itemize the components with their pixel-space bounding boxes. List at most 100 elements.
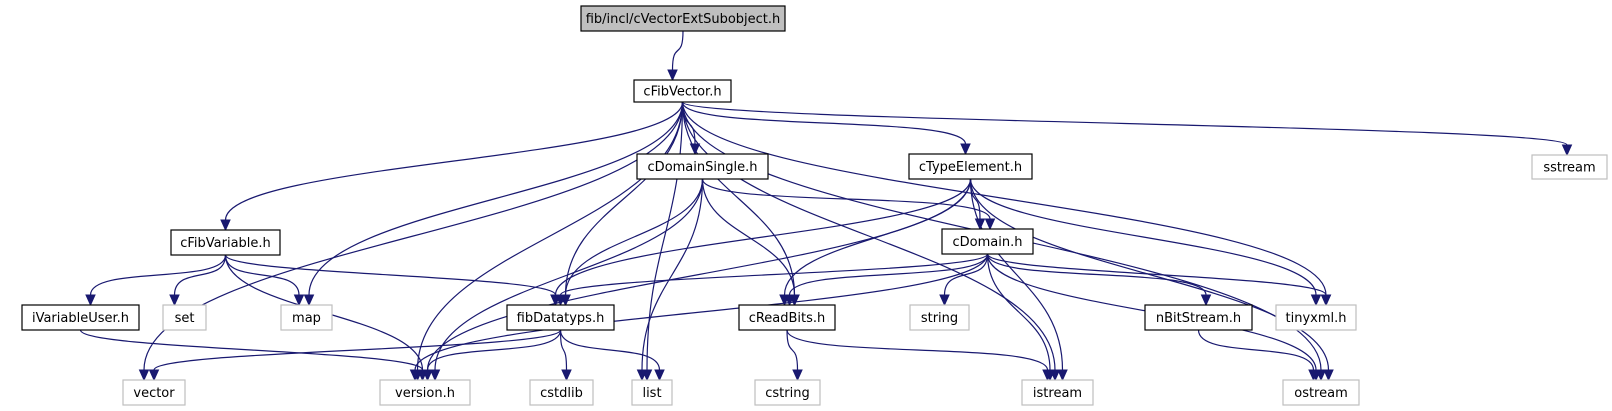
edge-cDomain-to-nBitStream (986, 253, 1207, 296)
node-box-iVariableUser[interactable] (21, 304, 140, 331)
node-tinyxml: tinyxml.h (1275, 304, 1357, 331)
node-label-cstdlib: cstdlib (540, 386, 583, 401)
node-cstdlib: cstdlib (529, 379, 594, 406)
node-version: version.h (379, 379, 471, 406)
arrowhead-root-to-cFibVector (667, 69, 678, 82)
arrowhead-fibDatatyps-to-cstdlib (561, 369, 572, 382)
arrowhead-cDomainSingle-to-cDomain (984, 218, 996, 231)
edges-layer (79, 30, 1573, 382)
node-box-cTypeElement[interactable] (908, 153, 1033, 180)
node-string: string (909, 304, 970, 331)
arrowhead-cTypeElement-to-ostream (1323, 369, 1334, 382)
node-vector: vector (122, 379, 186, 406)
node-iVariableUser[interactable]: iVariableUser.h (21, 304, 140, 331)
node-box-vector (122, 379, 186, 406)
node-root[interactable]: fib/incl/cVectorExtSubobject.h (580, 5, 786, 32)
node-cDomainSingle[interactable]: cDomainSingle.h (636, 153, 769, 180)
node-box-istream (1021, 379, 1094, 406)
node-label-ostream: ostream (1294, 386, 1348, 401)
node-cstring: cstring (754, 379, 821, 406)
edge-fibDatatyps-to-vector (153, 329, 562, 371)
node-fibDatatyps[interactable]: fibDatatyps.h (506, 304, 615, 331)
node-ostream: ostream (1282, 379, 1360, 406)
node-box-cReadBits[interactable] (738, 304, 836, 331)
node-box-list (631, 379, 673, 406)
node-label-iVariableUser: iVariableUser.h (32, 311, 129, 326)
nodes-layer: fib/incl/cVectorExtSubobject.h cFibVector… (21, 5, 1608, 406)
edge-cTypeElement-to-istream (969, 178, 1064, 371)
node-sstream: sstream (1531, 154, 1608, 180)
edge-cFibVector-to-cFibVariable (224, 101, 684, 221)
node-box-cstring (754, 379, 821, 406)
edge-cDomain-to-fibDatatyps (559, 253, 989, 296)
edge-cFibVector-to-istream (681, 101, 1056, 371)
node-label-cFibVector: cFibVector.h (643, 85, 721, 100)
arrowhead-nBitStream-to-ostream (1308, 369, 1319, 382)
node-label-cTypeElement: cTypeElement.h (919, 160, 1022, 175)
edge-cFibVector-to-list (646, 101, 684, 371)
edge-cFibVector-to-fibDatatyps (564, 101, 684, 296)
node-map: map (280, 304, 333, 331)
arrowhead-fibDatatyps-to-version (422, 369, 433, 382)
edge-cDomain-to-version (414, 253, 989, 371)
node-cTypeElement[interactable]: cTypeElement.h (908, 153, 1033, 180)
arrowhead-cFibVector-to-cTypeElement (960, 143, 971, 156)
arrowhead-cDomain-to-string (939, 294, 950, 307)
node-box-tinyxml (1275, 304, 1357, 331)
edge-fibDatatyps-to-cstdlib (559, 329, 568, 371)
node-label-version: version.h (395, 386, 455, 401)
node-box-nBitStream[interactable] (1144, 304, 1253, 331)
node-box-ostream (1282, 379, 1360, 406)
node-istream: istream (1021, 379, 1094, 406)
arrowhead-cTypeElement-to-tinyxml (1310, 294, 1322, 307)
node-cReadBits[interactable]: cReadBits.h (738, 304, 836, 331)
edge-cFibVariable-to-iVariableUser (89, 254, 227, 296)
node-list: list (631, 379, 673, 406)
edge-cDomainSingle-to-fibDatatyps (564, 178, 704, 296)
edge-cFibVector-to-tinyxml (681, 101, 1327, 296)
node-label-set: set (175, 311, 195, 326)
edge-cFibVector-to-map (308, 101, 684, 296)
node-label-vector: vector (133, 386, 175, 401)
node-label-cDomain: cDomain.h (953, 235, 1023, 250)
node-label-tinyxml: tinyxml.h (1286, 311, 1347, 326)
edge-cTypeElement-to-version (426, 178, 972, 371)
node-label-nBitStream: nBitStream.h (1156, 311, 1241, 326)
node-cFibVariable[interactable]: cFibVariable.h (170, 229, 281, 256)
arrowhead-cDomain-to-nBitStream (1200, 294, 1212, 307)
node-box-cFibVariable[interactable] (170, 229, 281, 256)
arrowhead-cDomain-to-cReadBits (784, 294, 795, 307)
node-box-fibDatatyps[interactable] (506, 304, 615, 331)
edge-cDomain-to-tinyxml (986, 253, 1327, 296)
node-label-root: fib/incl/cVectorExtSubobject.h (586, 12, 781, 27)
arrowhead-fibDatatyps-to-list (654, 369, 665, 382)
arrowhead-cTypeElement-to-istream (1057, 369, 1068, 382)
arrowhead-cDomainSingle-to-list (636, 369, 648, 382)
node-label-string: string (921, 311, 958, 326)
arrowhead-cFibVariable-to-map (293, 294, 305, 307)
edge-cDomainSingle-to-cDomain (701, 178, 991, 220)
node-box-root[interactable] (580, 5, 786, 32)
edge-cFibVariable-to-map (224, 254, 300, 296)
node-box-map (280, 304, 333, 331)
node-label-cReadBits: cReadBits.h (749, 311, 826, 326)
node-box-string (909, 304, 970, 331)
node-box-cDomain[interactable] (941, 228, 1034, 255)
edge-cDomain-to-istream (986, 253, 1051, 371)
edge-cFibVector-to-cTypeElement (681, 101, 967, 145)
node-cFibVector[interactable]: cFibVector.h (633, 79, 732, 103)
edge-cTypeElement-to-tinyxml (969, 178, 1317, 296)
node-nBitStream[interactable]: nBitStream.h (1144, 304, 1253, 331)
arrowhead-cReadBits-to-istream (1042, 369, 1053, 382)
node-label-cstring: cstring (765, 386, 809, 401)
node-box-cDomainSingle[interactable] (636, 153, 769, 180)
node-box-cFibVector[interactable] (633, 79, 732, 103)
edge-cDomainSingle-to-version (434, 178, 704, 371)
node-label-fibDatatyps: fibDatatyps.h (517, 311, 605, 326)
edge-fibDatatyps-to-version (426, 329, 562, 371)
node-box-cstdlib (529, 379, 594, 406)
arrowhead-cDomainSingle-to-version (429, 369, 441, 382)
arrowhead-cFibVector-to-sstream (1561, 144, 1573, 157)
node-cDomain[interactable]: cDomain.h (941, 228, 1034, 255)
